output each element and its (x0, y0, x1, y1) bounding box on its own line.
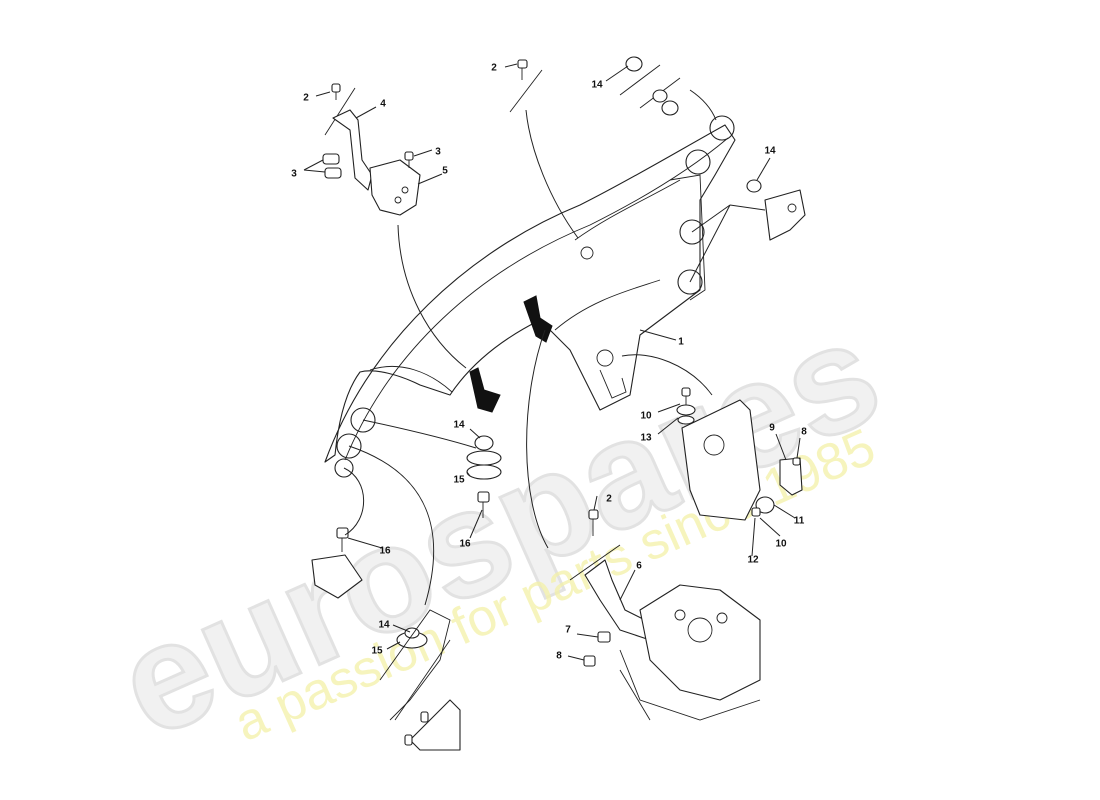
leader-lines (303, 63, 801, 661)
upper-left-bracket (322, 83, 421, 216)
callout-label-14: 14 (453, 420, 465, 431)
callout-label-15: 15 (371, 646, 383, 657)
detail-circle (679, 219, 705, 245)
detail-circle (677, 269, 703, 295)
callout-label-2: 2 (606, 494, 612, 505)
callout-label-11: 11 (794, 516, 805, 527)
lower-left-clip (379, 609, 461, 751)
right-side-bracket (676, 387, 803, 521)
detail-circle (709, 115, 735, 141)
centre-fastener-stack (311, 435, 502, 599)
detail-circle (350, 407, 376, 433)
callout-label-5: 5 (442, 166, 448, 177)
callout-label-6: 6 (636, 561, 642, 572)
callout-label-3: 3 (435, 147, 441, 158)
callout-label-10: 10 (775, 539, 787, 550)
detail-circles (334, 115, 735, 478)
callout-label-14: 14 (764, 146, 776, 157)
callout-label-14: 14 (378, 620, 390, 631)
callout-label-15: 15 (453, 475, 465, 486)
wheel-arch-liner (324, 124, 736, 463)
upper-fasteners (509, 56, 806, 241)
callout-label-16: 16 (379, 546, 391, 557)
callout-label-12: 12 (747, 555, 759, 566)
callout-label-9: 9 (769, 423, 775, 434)
callout-label-4: 4 (380, 99, 386, 110)
callout-label-14: 14 (591, 80, 603, 91)
detail-circle (685, 149, 711, 175)
watermark: eurospares a passion for parts since 198… (93, 285, 903, 770)
callout-label-8: 8 (556, 651, 562, 662)
callout-label-7: 7 (565, 625, 571, 636)
callout-label-3: 3 (291, 169, 297, 180)
callout-label-13: 13 (640, 433, 652, 444)
lower-subframe (569, 509, 761, 721)
callout-label-2: 2 (491, 63, 497, 74)
detail-circle (336, 433, 362, 459)
callout-label-10: 10 (640, 411, 652, 422)
watermark-brand: eurospares (95, 287, 902, 769)
callout-label-16: 16 (459, 539, 471, 550)
callout-label-2: 2 (303, 93, 309, 104)
callout-label-1: 1 (678, 337, 684, 348)
callout-label-8: 8 (801, 427, 807, 438)
detail-circle (334, 458, 354, 478)
